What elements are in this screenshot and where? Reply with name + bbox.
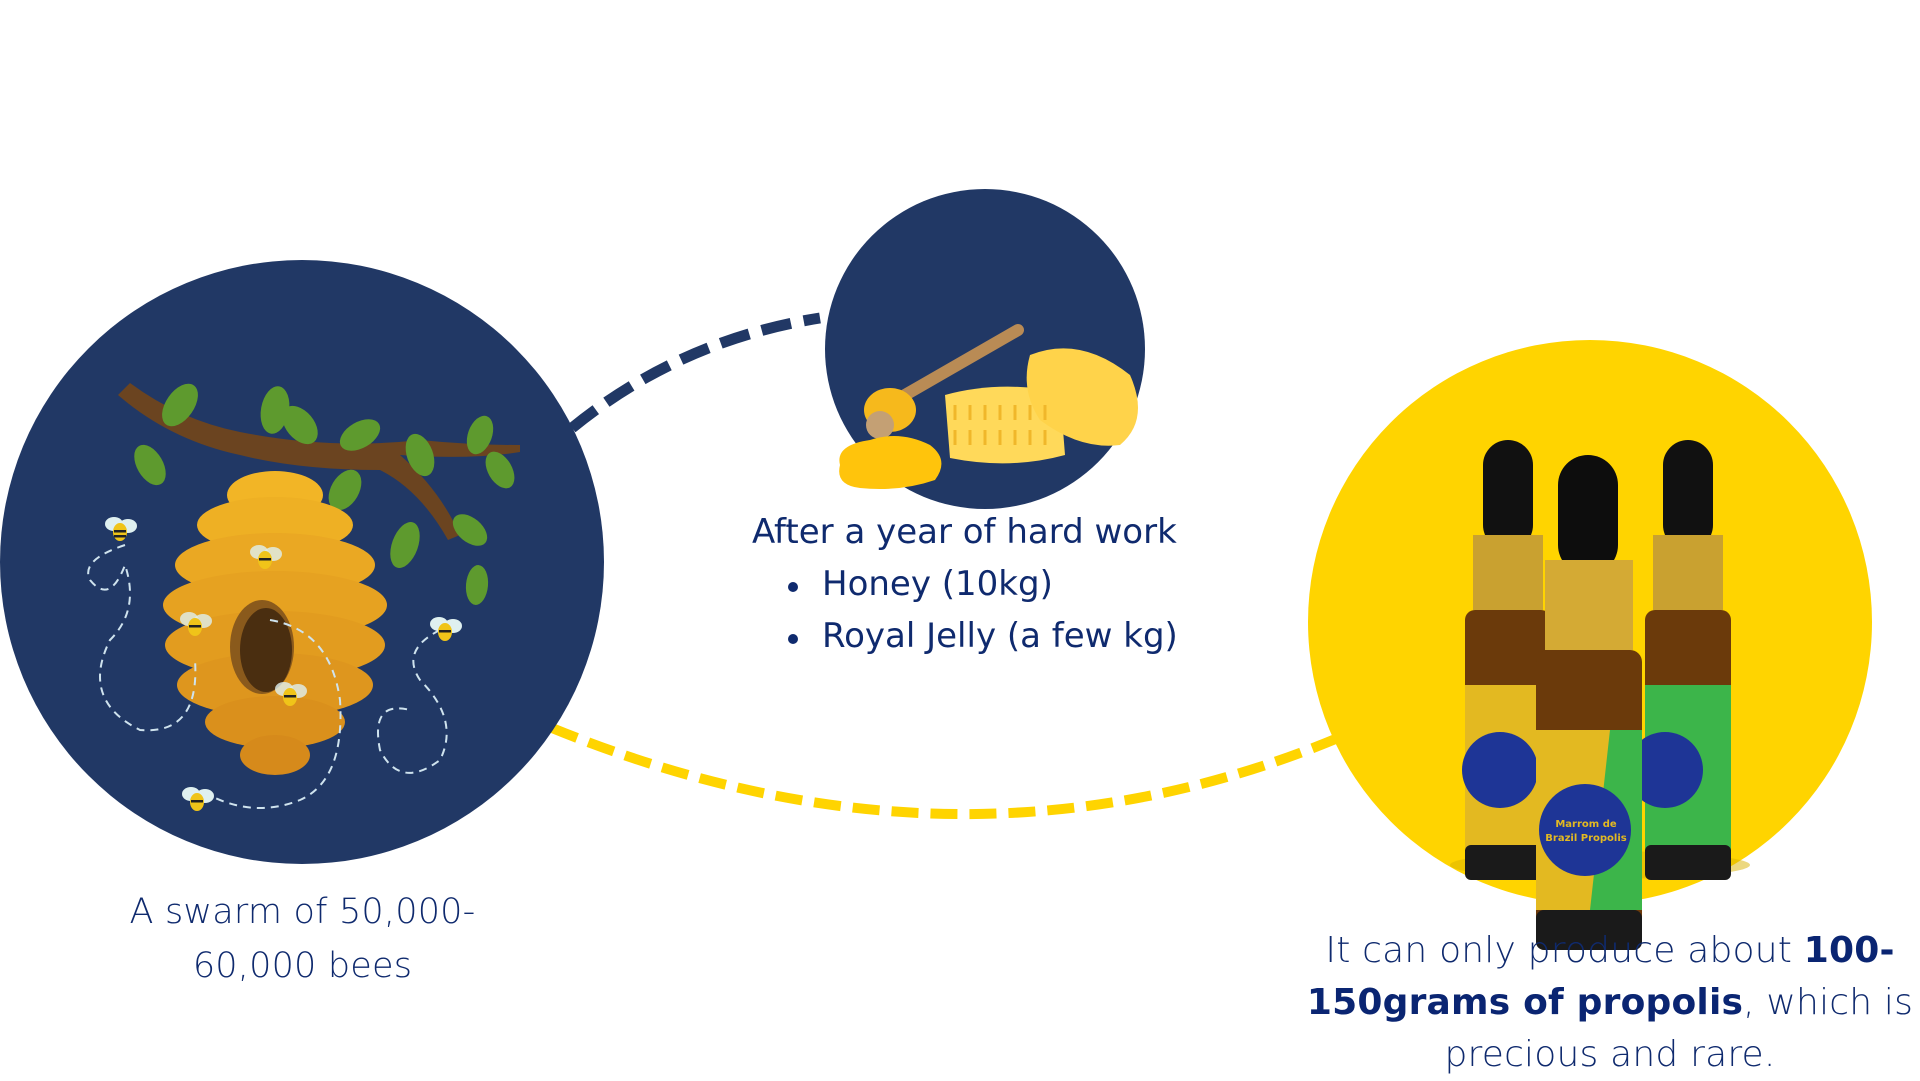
flight-paths [87,544,448,809]
beehive-illustration [0,260,604,864]
connector-swarm-to-yield [568,312,821,433]
honeycomb-icon [945,348,1138,464]
swarm-caption-line-1: A swarm of 50,000- [129,892,476,932]
yield-list-item-honey: Honey (10kg) [788,558,1178,610]
propolis-caption-suffix: , which is precious and rare. [1444,982,1914,1075]
propolis-bottle-icon: Marrom de Brazil Propolis [1536,455,1642,950]
propolis-caption-prefix: It can only produce about [1325,930,1804,971]
propolis-bottle-icon [1462,440,1551,880]
leaves [134,383,515,605]
yield-caption: After a year of hard work Honey (10kg) R… [752,506,1178,662]
propolis-bottle-icon [1627,440,1731,880]
propolis-caption-bold: 100-150grams of propolis [1306,930,1895,1023]
connector-swarm-to-propolis [550,723,1340,820]
product-label-line-1: Marrom de [1555,819,1616,830]
yield-list: Honey (10kg) Royal Jelly (a few kg) [752,558,1178,662]
propolis-caption: It can only produce about 100-150grams o… [1300,925,1920,1081]
honey-illustration [825,189,1145,509]
swarm-caption-line-2: 60,000 bees [192,946,413,986]
yield-heading: After a year of hard work [752,512,1177,552]
honey-dipper-icon [899,324,1024,401]
beehive-icon [163,471,387,775]
bee-icons [105,517,462,811]
propolis-illustration: Marrom de Brazil Propolis [1308,340,1872,950]
branch-icon [118,383,520,540]
yield-list-item-royal-jelly: Royal Jelly (a few kg) [788,610,1178,662]
honey-puddle [839,436,942,489]
swarm-caption: A swarm of 50,000- 60,000 bees [70,885,535,993]
product-label-line-2: Brazil Propolis [1545,833,1626,844]
